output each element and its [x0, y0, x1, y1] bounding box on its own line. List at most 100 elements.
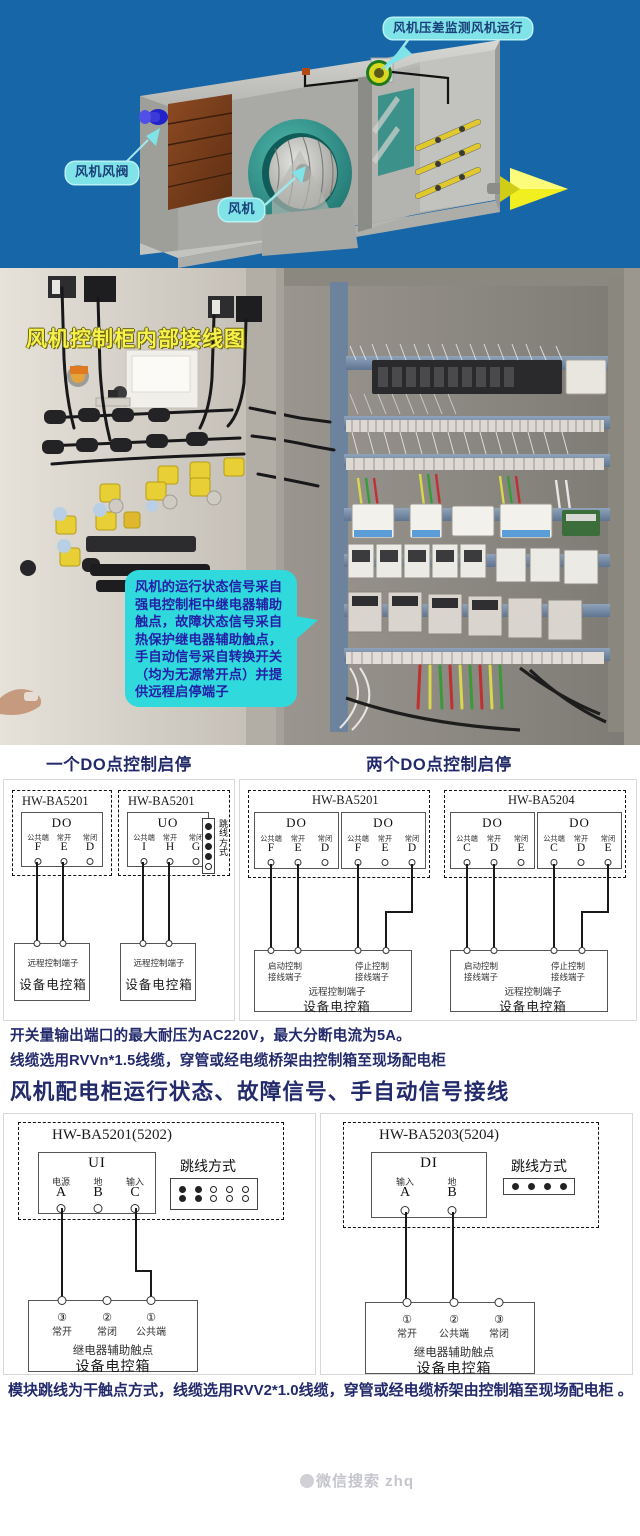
- di-cab-term-3[interactable]: [494, 1298, 504, 1307]
- ui-wire-c3: [150, 1270, 152, 1308]
- cabinet-terminal-1a[interactable]: [33, 940, 41, 947]
- ui-jumper-dot-4[interactable]: [194, 1195, 202, 1202]
- cabinet-label-box-2: 设备电控箱: [125, 978, 193, 992]
- ui-cab-num-1: ③: [57, 1312, 67, 1324]
- watermark-text: 微信搜索 zhq: [316, 1473, 414, 1490]
- ui-jumper-dot-6[interactable]: [210, 1195, 218, 1202]
- g1-start-label-1: 启动控制: [267, 961, 303, 971]
- terminal-1a[interactable]: [34, 858, 42, 865]
- ui-jumper-dot-5[interactable]: [210, 1186, 218, 1193]
- pin-id-2a: I: [142, 841, 146, 853]
- jumper-dot-4[interactable]: [205, 852, 212, 860]
- g2m2-cn-a: 公共端: [543, 834, 565, 843]
- di-cab-relay-label: 继电器辅助触点: [413, 1347, 495, 1359]
- ui-cab-term-3[interactable]: [146, 1296, 156, 1305]
- di-cab-term-2[interactable]: [449, 1298, 459, 1307]
- ui-cab-box-label: 设备电控箱: [75, 1360, 151, 1375]
- di-jumper-dot-4[interactable]: [559, 1183, 567, 1190]
- g2m2-term-b[interactable]: [577, 859, 585, 866]
- ui-jumper-col-1[interactable]: [179, 1186, 187, 1202]
- g2m1-term-c[interactable]: [517, 859, 525, 866]
- signal-section-heading: 风机配电柜运行状态、故障信号、手自动信号接线: [10, 1080, 510, 1104]
- jumper-block-left[interactable]: [202, 818, 215, 874]
- ui-cab-num-2: ②: [102, 1312, 112, 1324]
- ui-cab-term-2[interactable]: [102, 1296, 112, 1305]
- ui-pin-cn-b: 地: [93, 1177, 103, 1187]
- cabinet-label-remote-1: 远程控制端子: [27, 958, 79, 968]
- ui-jumper-col-2[interactable]: [194, 1186, 202, 1202]
- group1-equipment-cabinet: 启动控制 接线端子 停止控制 接线端子 远程控制端子 设备电控箱: [254, 947, 412, 1014]
- g2-wire-3: [553, 864, 555, 950]
- di-io-box: DI 输入 地 A B: [371, 1152, 487, 1218]
- ui-pin-id-b: B: [93, 1185, 103, 1200]
- g2m1-cn-c: 常闭: [513, 834, 529, 843]
- terminal-1b[interactable]: [60, 858, 68, 865]
- ui-jumper-dot-1[interactable]: [179, 1186, 187, 1193]
- di-jumper-label: 跳线方式: [511, 1160, 567, 1175]
- group2-module-box-2: DO 公共端 常开 常闭 C D E: [537, 812, 622, 869]
- ui-terminal-b[interactable]: [93, 1204, 103, 1213]
- cabinet-terminal-2a[interactable]: [139, 940, 147, 947]
- ui-cab-term-1[interactable]: [57, 1296, 67, 1305]
- g1-cab-term-4[interactable]: [382, 947, 390, 954]
- g2-cab-term-4[interactable]: [578, 947, 586, 954]
- g1-cab-term-1[interactable]: [267, 947, 275, 954]
- ui-jumper-dot-7[interactable]: [226, 1186, 234, 1193]
- g2-cab-term-1[interactable]: [463, 947, 471, 954]
- jumper-dot-3[interactable]: [205, 842, 212, 850]
- ui-jumper-dot-10[interactable]: [241, 1195, 249, 1202]
- g1-cab-term-2[interactable]: [294, 947, 302, 954]
- terminal-1c[interactable]: [86, 858, 94, 865]
- ui-cab-num-3: ①: [146, 1312, 156, 1324]
- specification-notes: 开关量输出端口的最大耐压为AC220V，最大分断电流为5A。 线缆选用RVVn*…: [0, 1021, 640, 1071]
- ui-jumper-dot-8[interactable]: [226, 1195, 234, 1202]
- note-cable-spec: 线缆选用RVVn*1.5线缆，穿管或经电缆桥架由控制箱至现场配电柜: [10, 1053, 447, 1069]
- g1m1-id-b: E: [294, 842, 302, 854]
- group1-module-box-2: DO 公共端 常开 常闭 F E D: [341, 812, 426, 869]
- di-jumper-dot-1[interactable]: [511, 1183, 519, 1190]
- di-io-label: DI: [420, 1155, 438, 1171]
- ui-jumper-dot-9[interactable]: [241, 1186, 249, 1193]
- terminal-2a[interactable]: [140, 858, 148, 865]
- ui-jumper-col-3[interactable]: [210, 1186, 218, 1202]
- cabinet-terminal-2b[interactable]: [165, 940, 173, 947]
- di-cab-num-1: ①: [402, 1314, 412, 1326]
- g2-wire-4a: [607, 864, 609, 912]
- di-jumper-dot-3[interactable]: [543, 1183, 551, 1190]
- cabinet-terminal-1b[interactable]: [59, 940, 67, 947]
- jumper-dot-5[interactable]: [205, 862, 212, 870]
- jumper-dot-1[interactable]: [205, 822, 212, 830]
- ui-cab-lbl-2: 常闭: [97, 1327, 117, 1338]
- ui-jumper-col-5[interactable]: [241, 1186, 249, 1202]
- ui-module-diagram: HW-BA5201(5202) UI 电源 地 输入 A B C 跳线方式: [3, 1113, 316, 1375]
- g2m2-id-a: C: [550, 842, 558, 854]
- di-dashed-border: [343, 1122, 599, 1228]
- group2-io-1: DO: [482, 815, 503, 830]
- di-jumper-dot-2[interactable]: [527, 1183, 535, 1190]
- ui-jumper-block[interactable]: [170, 1178, 258, 1210]
- ui-relay-cabinet: ③ ② ① 常开 常闭 公共端 继电器辅助触点 设备电控箱: [28, 1296, 198, 1375]
- cabinet-label-remote-2: 远程控制端子: [133, 958, 185, 968]
- g1-wire-1: [270, 864, 272, 950]
- terminal-2b[interactable]: [166, 858, 174, 865]
- g1m1-cn-c: 常闭: [317, 834, 333, 843]
- di-cab-term-1[interactable]: [402, 1298, 412, 1307]
- g1m2-term-b[interactable]: [381, 859, 389, 866]
- ui-jumper-dot-2[interactable]: [179, 1195, 187, 1202]
- di-cab-box-label: 设备电控箱: [416, 1362, 492, 1377]
- equipment-cabinet-box-1: 远程控制端子 设备电控箱: [14, 940, 90, 1001]
- g2-cab-term-2[interactable]: [490, 947, 498, 954]
- g1-cab-term-3[interactable]: [354, 947, 362, 954]
- di-jumper-block[interactable]: [503, 1178, 575, 1195]
- g2-cab-term-3[interactable]: [550, 947, 558, 954]
- g1m1-term-c[interactable]: [321, 859, 329, 866]
- ui-jumper-dot-3[interactable]: [194, 1186, 202, 1193]
- group-dashed-border-1: [248, 790, 430, 878]
- terminal-2c[interactable]: [192, 858, 200, 865]
- ui-jumper-col-4[interactable]: [226, 1186, 234, 1202]
- di-cab-lbl-2: 公共端: [439, 1329, 469, 1340]
- footer-note: 模块跳线为干触点方式，线缆选用RVV2*1.0线缆，穿管或经电缆桥架由控制箱至现…: [8, 1382, 633, 1399]
- pin-id-1a: F: [34, 841, 42, 853]
- ui-pin-id-a: A: [55, 1185, 67, 1200]
- jumper-dot-2[interactable]: [205, 832, 212, 840]
